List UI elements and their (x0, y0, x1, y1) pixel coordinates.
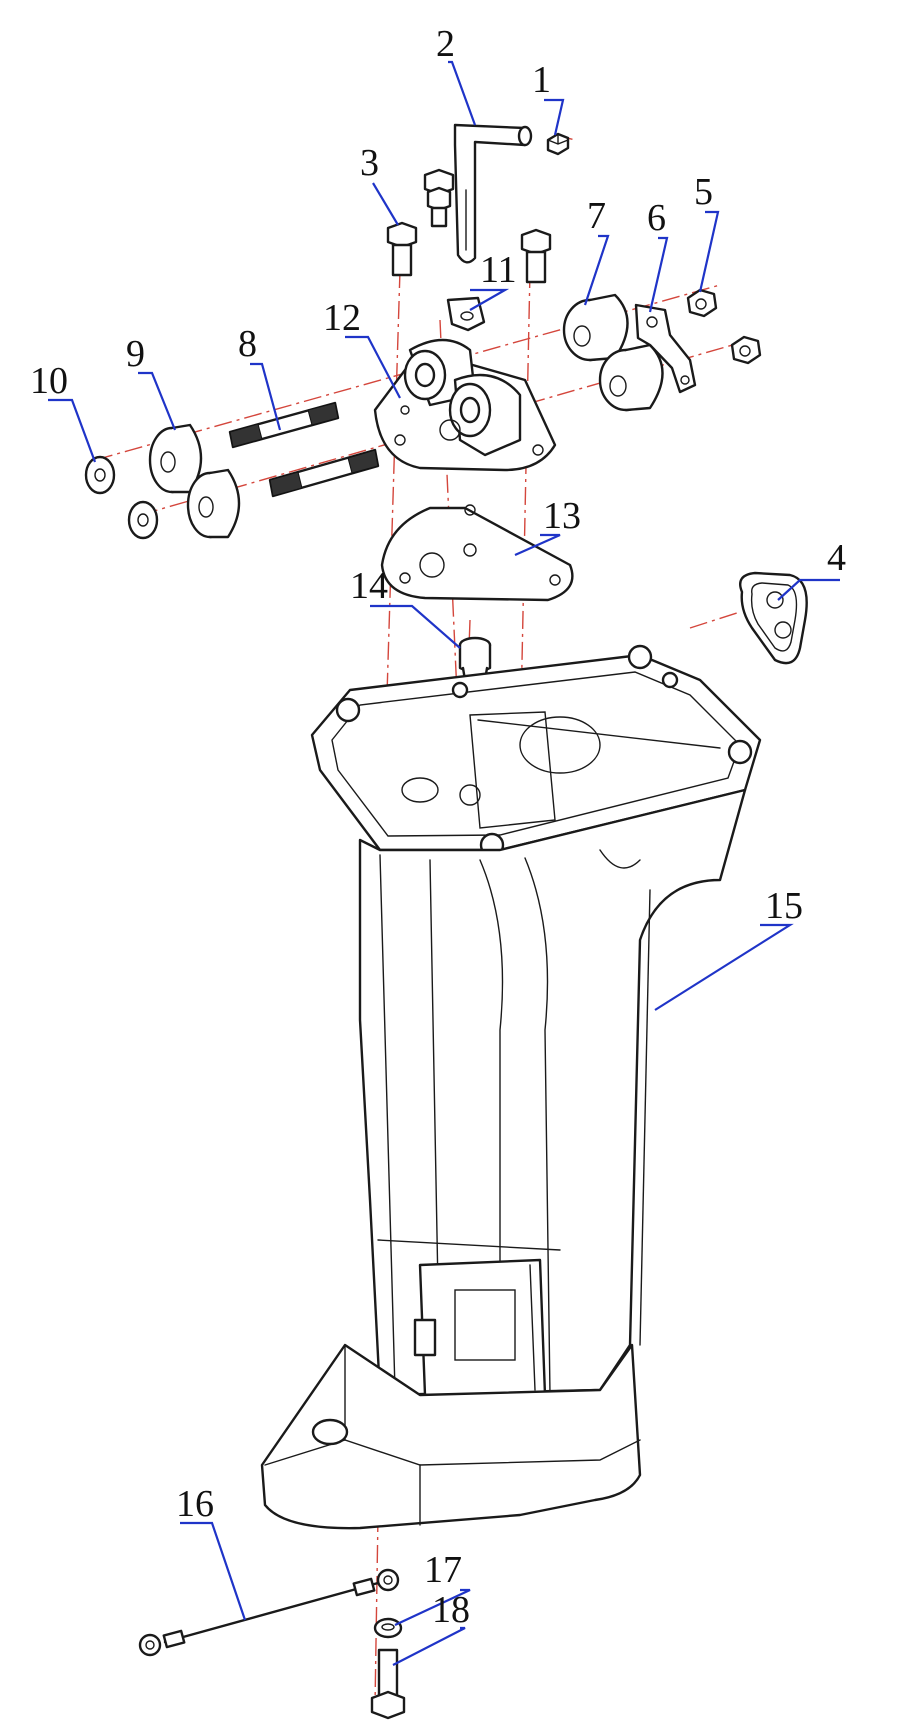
part-10-washer-upper (84, 455, 116, 495)
callout-6: 6 (647, 197, 666, 239)
part-12-upper-mount (373, 338, 557, 472)
callout-7: 7 (587, 195, 606, 237)
callout-1: 1 (532, 59, 551, 101)
callout-3: 3 (360, 142, 379, 184)
callout-5: 5 (694, 171, 713, 213)
callout-11: 11 (480, 249, 517, 291)
part-17-washer (373, 1617, 403, 1639)
part-10-washer-lower (127, 500, 159, 540)
callout-17: 17 (424, 1549, 462, 1591)
part-4-cover-plate (738, 571, 808, 665)
callout-8: 8 (238, 323, 257, 365)
callout-14: 14 (350, 565, 388, 607)
part-3-bolt-left (386, 221, 418, 277)
callout-18: 18 (432, 1589, 470, 1631)
callout-9: 9 (126, 333, 145, 375)
callout-13: 13 (543, 495, 581, 537)
part-14-bushing (458, 636, 492, 685)
part-5-nut-lower (730, 335, 762, 365)
part-7-rubber-mount-lower (598, 343, 664, 412)
part-5-nut-upper (686, 288, 718, 318)
part-7-rubber-mount-upper (562, 293, 629, 362)
callout-16: 16 (176, 1483, 214, 1525)
part-2-l-pin (453, 123, 533, 264)
part-16-ground-cable (138, 1568, 400, 1657)
part-18-bolt (370, 1648, 406, 1720)
part-13-gasket (380, 504, 574, 602)
part-11-retainer (446, 296, 486, 332)
callout-labels: 1 2 3 4 5 6 7 8 9 10 11 12 13 14 15 16 1… (30, 23, 846, 1631)
callout-10: 10 (30, 360, 68, 402)
part-1-nut (546, 132, 570, 156)
callout-leaders (48, 60, 840, 1666)
part-9-mount-upper (148, 423, 203, 494)
callout-4: 4 (827, 537, 846, 579)
callout-15: 15 (765, 885, 803, 927)
part-3-bolt-center (423, 168, 455, 228)
part-8-stud-upper (228, 401, 340, 449)
part-3-bolt-right (520, 228, 552, 284)
callout-12: 12 (323, 297, 361, 339)
part-8-stud-lower (268, 448, 380, 498)
callout-2: 2 (436, 23, 455, 65)
part-9-mount-lower (186, 468, 241, 539)
part-15-housing (260, 644, 762, 1530)
part-6-bracket-plate (634, 303, 697, 394)
